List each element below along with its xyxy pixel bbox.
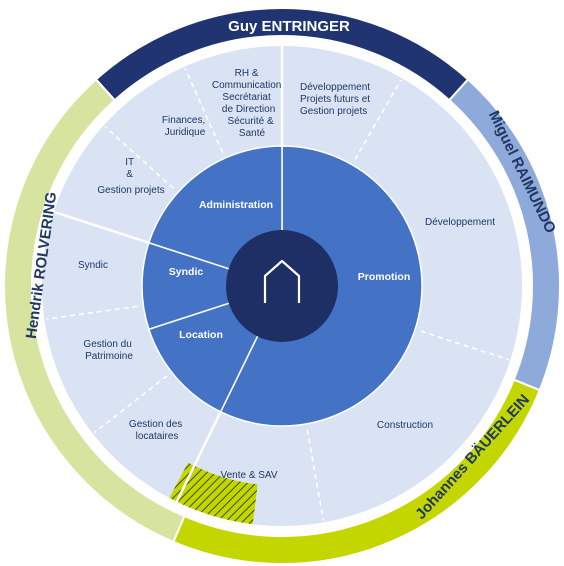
dashed-separator-line xyxy=(420,330,509,361)
core-label-location: Location xyxy=(179,329,223,341)
center-circle xyxy=(226,230,338,342)
person-name-top: Guy ENTRINGER xyxy=(228,18,350,35)
segment-construction: Construction xyxy=(377,420,433,431)
department-syndic xyxy=(141,241,285,331)
segment-developpement: Développement xyxy=(425,217,495,228)
hatched-segment xyxy=(169,462,258,525)
segment-gestion-patrimoine: Gestion du Patrimoine xyxy=(83,339,134,362)
segment-vente-sav: Vente & SAV xyxy=(220,470,277,481)
core-label-administration: Administration xyxy=(199,199,273,211)
segment-syndic: Syndic xyxy=(78,260,108,271)
core-label-syndic: Syndic xyxy=(169,266,204,278)
dashed-separator-line xyxy=(93,375,168,434)
core-label-promotion: Promotion xyxy=(358,271,411,283)
dashed-separator-line xyxy=(104,126,175,189)
segment-it-gestion-projets: IT & Gestion projets xyxy=(97,157,164,196)
house-outline-icon xyxy=(263,259,301,303)
segment-finances-juridique: Finances, Juridique xyxy=(162,115,208,138)
dashed-separator-line xyxy=(184,68,224,153)
dashed-separator-line xyxy=(354,79,402,160)
person-ring xyxy=(3,7,561,565)
ring-segment-hendrik-rolvering xyxy=(3,77,186,544)
segment-gestion-locataires: Gestion des locataires xyxy=(129,419,185,442)
dashed-separator-line xyxy=(306,429,325,521)
segment-rh-communication: RH & Communication Secrétariat de Direct… xyxy=(212,68,284,139)
segment-developpement-projets-futurs: Développement Projets futurs et Gestion … xyxy=(300,82,373,117)
dashed-separator-line xyxy=(46,305,138,320)
